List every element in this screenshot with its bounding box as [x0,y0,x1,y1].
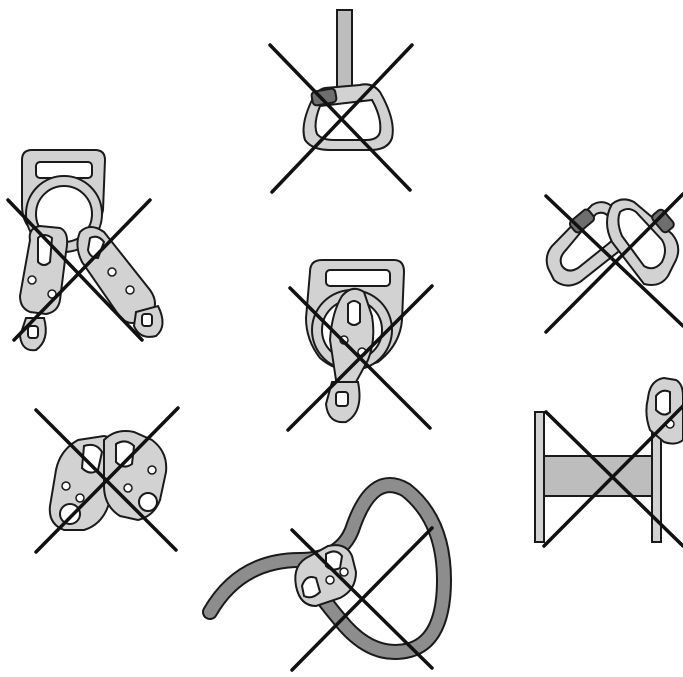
x-cross-icon [544,192,683,334]
panel-carabiner-on-bar [268,9,414,194]
carabiner-right-opening [617,208,666,270]
rivet-icon [339,567,349,577]
x-cross-icon [268,43,412,192]
x-cross-icon [290,526,434,672]
swivel-eye-opening [335,391,349,407]
x-cross-icon [270,43,414,194]
rivet-icon [47,289,57,299]
snaphook-opening [655,389,671,416]
snaphook-opening [347,300,361,326]
snaphook-right-opening [86,235,106,260]
gate-sleeve-icon [651,208,675,234]
panel-two-snaphooks-on-d-ring [6,149,164,352]
swivel-eye-opening [141,313,153,327]
rivet-icon [61,481,71,491]
snaphook-eye-left [59,503,81,525]
webbing-icon [204,479,451,658]
panel-snaphook-on-i-beam [534,376,683,548]
x-cross-icon [6,198,144,342]
rivet-icon [325,575,335,585]
panel-snaphooks-hooked-together [34,406,180,554]
x-cross-icon [34,406,180,554]
rivet-icon [125,285,135,295]
x-cross-icon [542,404,683,548]
snaphook-eye [300,576,322,599]
x-cross-icon [12,198,152,342]
panel-snaphook-in-d-ring [286,259,434,432]
rivet-icon [75,493,85,503]
i-beam-flange-left [534,411,545,543]
plate-slot [325,269,391,287]
swivel-eye-opening [27,325,39,339]
snaphook-eye-right [138,492,158,512]
rivet-icon [27,275,37,285]
x-cross-icon [544,410,683,548]
rivet-icon [147,465,157,475]
panel-linked-carabiners [544,192,683,334]
panel-snaphook-on-webbing [202,477,453,672]
snaphook-right-opening [115,440,136,468]
rivet-icon [107,267,117,277]
rivet-icon [123,483,133,493]
x-cross-icon [286,284,434,432]
